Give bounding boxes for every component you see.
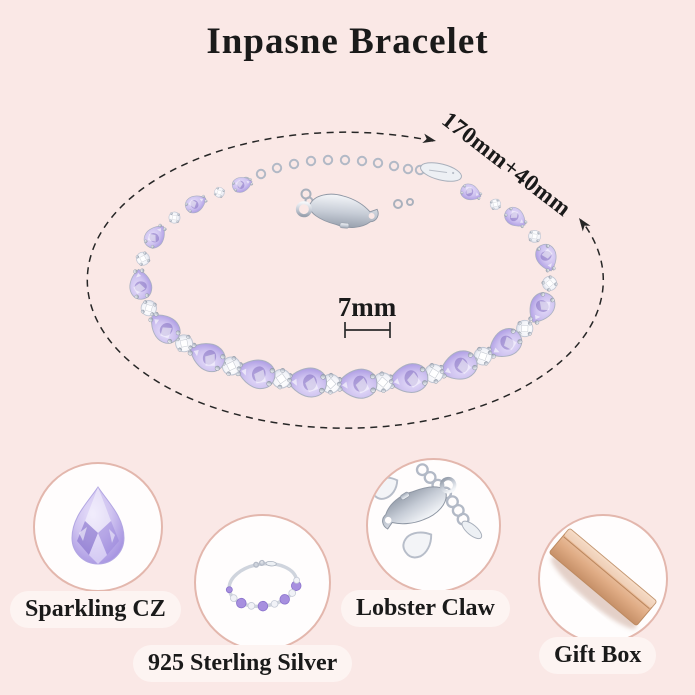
width-measure-bracket <box>344 322 391 338</box>
feature-label-lobster-claw: Lobster Claw <box>341 590 510 627</box>
feature-label-sterling-silver: 925 Sterling Silver <box>133 645 353 682</box>
lobster-claw-icon <box>371 463 483 559</box>
feature-circle-sparkling-cz <box>33 462 163 592</box>
feature-circle-lobster-claw <box>366 458 501 593</box>
feature-circle-sterling-silver <box>194 514 331 651</box>
gift-box-icon <box>549 528 657 629</box>
pear-gem-icon <box>71 486 125 565</box>
feature-label-gift-box: Gift Box <box>539 637 657 674</box>
length-dimension-ellipse <box>86 131 605 429</box>
arrowhead-icon <box>579 218 591 232</box>
mini-bracelet-icon <box>225 559 301 611</box>
page-title: Inpasne Bracelet <box>206 21 489 62</box>
feature-circle-gift-box <box>538 514 668 644</box>
length-annotation: 170mm+40mm <box>437 107 576 222</box>
bracelet-photo <box>129 154 558 399</box>
feature-label-sparkling-cz: Sparkling CZ <box>10 591 181 628</box>
arrowhead-icon <box>422 133 436 143</box>
width-annotation: 7mm <box>338 292 397 322</box>
